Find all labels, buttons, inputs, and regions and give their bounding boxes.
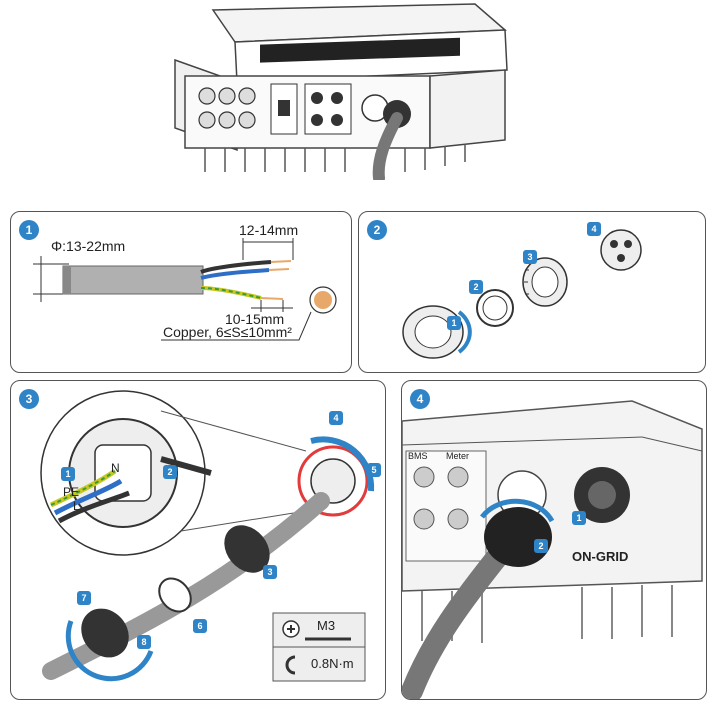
strip-length-inner-label: 10-15mm [225, 311, 285, 327]
callout-4: 4 [329, 411, 343, 425]
step-1-panel: 1 Φ:13-22mm 12-14mm 10-15mm Copper, 6≤S≤… [10, 211, 352, 373]
strip-length-outer-label: 12-14mm [239, 222, 299, 238]
callout-7: 7 [77, 591, 91, 605]
step-1-badge: 1 [19, 220, 39, 240]
inverter-overview-illustration [174, 3, 508, 180]
on-grid-port-label: ON-GRID [572, 549, 629, 564]
wire-label-pe: PE [63, 485, 80, 499]
callout-2: 2 [534, 539, 548, 553]
screw-size-label: M3 [317, 618, 336, 633]
inverter-connection-diagram [402, 400, 703, 699]
part-1-callout: 1 [447, 316, 461, 330]
step-3-panel: 3 L N PE 1 2 3 4 5 6 7 [10, 380, 386, 700]
wire-label-n: N [111, 461, 120, 475]
step-2-panel: 2 1 2 3 4 [358, 211, 706, 373]
bms-label: BMS [408, 451, 428, 461]
step-4-panel: 4 BMS Meter 1 2 ON-GRID [401, 380, 707, 700]
part-3-callout: 3 [523, 250, 537, 264]
callout-5: 5 [367, 463, 381, 477]
part-2-callout: 2 [469, 280, 483, 294]
step-4-badge: 4 [410, 389, 430, 409]
step-2-badge: 2 [367, 220, 387, 240]
callout-1: 1 [572, 511, 586, 525]
wiring-assembly-diagram [40, 390, 375, 682]
part-4-callout: 4 [587, 222, 601, 236]
cable-strip-diagram [33, 238, 337, 341]
wire-label-l: L [73, 499, 80, 513]
meter-label: Meter [446, 451, 470, 461]
callout-2: 2 [163, 465, 177, 479]
callout-1: 1 [61, 467, 75, 481]
callout-8: 8 [137, 635, 151, 649]
callout-3: 3 [263, 565, 277, 579]
torque-label: 0.8N·m [311, 656, 354, 671]
cable-diameter-label: Φ:13-22mm [51, 238, 126, 254]
callout-6: 6 [193, 619, 207, 633]
copper-spec-label: Copper, 6≤S≤10mm² [163, 324, 292, 340]
connector-disassembly-diagram [402, 229, 642, 359]
step-3-badge: 3 [19, 389, 39, 409]
